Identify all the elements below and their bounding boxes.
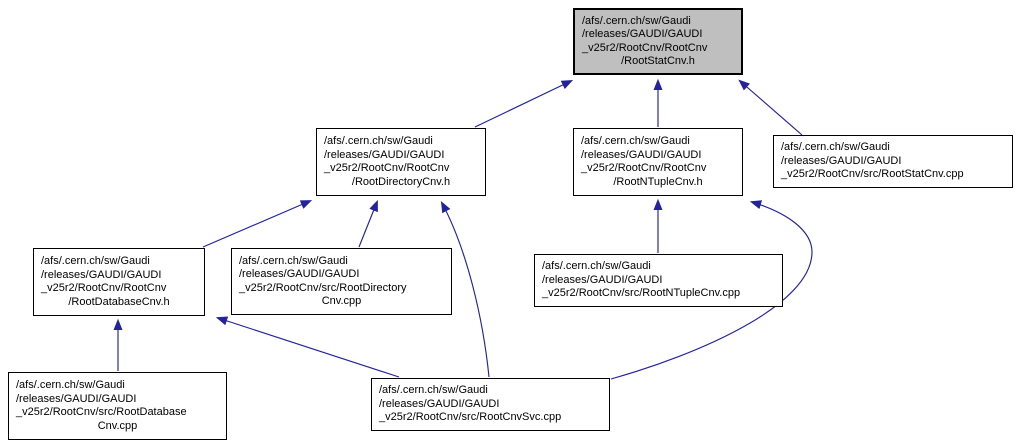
node-label-line: /afs/.cern.ch/sw/Gaudi bbox=[581, 135, 690, 147]
node-label-line: /afs/.cern.ch/sw/Gaudi bbox=[542, 260, 651, 273]
node-root-ntuple-cnv-h[interactable]: /afs/.cern.ch/sw/Gaudi/releases/GAUDI/GA… bbox=[573, 128, 743, 196]
node-label-line: _v25r2/RootCnv/src/RootNTupleCnv.cpp bbox=[542, 287, 741, 300]
node-label-line: _v25r2/RootCnv/RootCnv bbox=[324, 162, 450, 174]
node-label-line: /releases/GAUDI/GAUDI bbox=[16, 392, 137, 405]
include-edge-root-cnv-svc-cpp--root-directory-cnv-h bbox=[440, 200, 490, 378]
node-label-line: Cnv.cpp bbox=[321, 295, 362, 307]
node-label-line: _v25r2/RootCnv/src/RootStatCnv.cpp bbox=[781, 168, 964, 181]
include-edge-root-database-cnv-h--root-directory-cnv-h bbox=[202, 200, 313, 248]
include-edge-root-directory-cnv-cpp--root-directory-cnv-h bbox=[358, 199, 378, 248]
include-edge-root-cnv-svc-cpp--root-database-cnv-h bbox=[215, 316, 400, 378]
include-edge-root-directory-cnv-h--root-stat-cnv-h bbox=[474, 80, 574, 128]
node-label-line: /releases/GAUDI/GAUDI bbox=[582, 28, 703, 40]
node-label-line: /afs/.cern.ch/sw/Gaudi bbox=[781, 141, 890, 154]
node-label-line: _v25r2/RootCnv/RootCnv bbox=[582, 41, 708, 54]
node-label-line: /afs/.cern.ch/sw/Gaudi bbox=[16, 379, 125, 391]
node-label-line: /RootDirectoryCnv.h bbox=[351, 175, 451, 188]
node-label-line: _v25r2/RootCnv/src/RootCnvSvc.cpp bbox=[379, 411, 562, 424]
node-root-stat-cnv-h: /afs/.cern.ch/sw/Gaudi/releases/GAUDI/GA… bbox=[573, 8, 743, 75]
node-label-line: /afs/.cern.ch/sw/Gaudi bbox=[379, 384, 488, 397]
node-label-line: /releases/GAUDI/GAUDI bbox=[379, 397, 500, 410]
node-label-line: /afs/.cern.ch/sw/Gaudi bbox=[41, 255, 150, 267]
node-root-directory-cnv-cpp[interactable]: /afs/.cern.ch/sw/Gaudi/releases/GAUDI/GA… bbox=[231, 248, 452, 315]
node-label-line: /afs/.cern.ch/sw/Gaudi bbox=[324, 135, 433, 147]
node-root-ntuple-cnv-cpp[interactable]: /afs/.cern.ch/sw/Gaudi/releases/GAUDI/GA… bbox=[534, 254, 783, 307]
node-label-line: /releases/GAUDI/GAUDI bbox=[581, 148, 702, 161]
node-label-line: /afs/.cern.ch/sw/Gaudi bbox=[582, 14, 691, 27]
node-label-line: _v25r2/RootCnv/RootCnv bbox=[41, 282, 167, 294]
node-root-directory-cnv-h[interactable]: /afs/.cern.ch/sw/Gaudi/releases/GAUDI/GA… bbox=[316, 128, 486, 196]
node-label-line: Cnv.cpp bbox=[97, 419, 138, 432]
node-label-line: /releases/GAUDI/GAUDI bbox=[239, 268, 360, 280]
node-label-line: _v25r2/RootCnv/src/RootDirectory bbox=[239, 281, 407, 294]
node-label-line: /RootStatCnv.h bbox=[621, 55, 695, 67]
node-label-line: /releases/GAUDI/GAUDI bbox=[41, 268, 162, 281]
node-root-database-cnv-cpp[interactable]: /afs/.cern.ch/sw/Gaudi/releases/GAUDI/GA… bbox=[8, 372, 227, 440]
node-label-line: _v25r2/RootCnv/RootCnv bbox=[581, 162, 707, 174]
node-root-stat-cnv-cpp[interactable]: /afs/.cern.ch/sw/Gaudi/releases/GAUDI/GA… bbox=[773, 135, 1013, 188]
node-root-database-cnv-h[interactable]: /afs/.cern.ch/sw/Gaudi/releases/GAUDI/GA… bbox=[33, 248, 205, 316]
include-edge-root-stat-cnv-cpp--root-stat-cnv-h bbox=[738, 79, 803, 136]
node-label-line: /releases/GAUDI/GAUDI bbox=[542, 273, 663, 286]
node-root-cnv-svc-cpp[interactable]: /afs/.cern.ch/sw/Gaudi/releases/GAUDI/GA… bbox=[371, 378, 610, 431]
include-edge-root-cnv-svc-cpp--root-ntuple-cnv-h bbox=[610, 200, 813, 380]
node-label-line: /afs/.cern.ch/sw/Gaudi bbox=[239, 254, 348, 267]
node-label-line: _v25r2/RootCnv/src/RootDatabase bbox=[16, 406, 187, 418]
node-label-line: /releases/GAUDI/GAUDI bbox=[324, 148, 445, 161]
node-label-line: /releases/GAUDI/GAUDI bbox=[781, 154, 902, 167]
node-label-line: /RootDatabaseCnv.h bbox=[68, 295, 170, 308]
node-label-line: /RootNTupleCnv.h bbox=[613, 175, 703, 188]
